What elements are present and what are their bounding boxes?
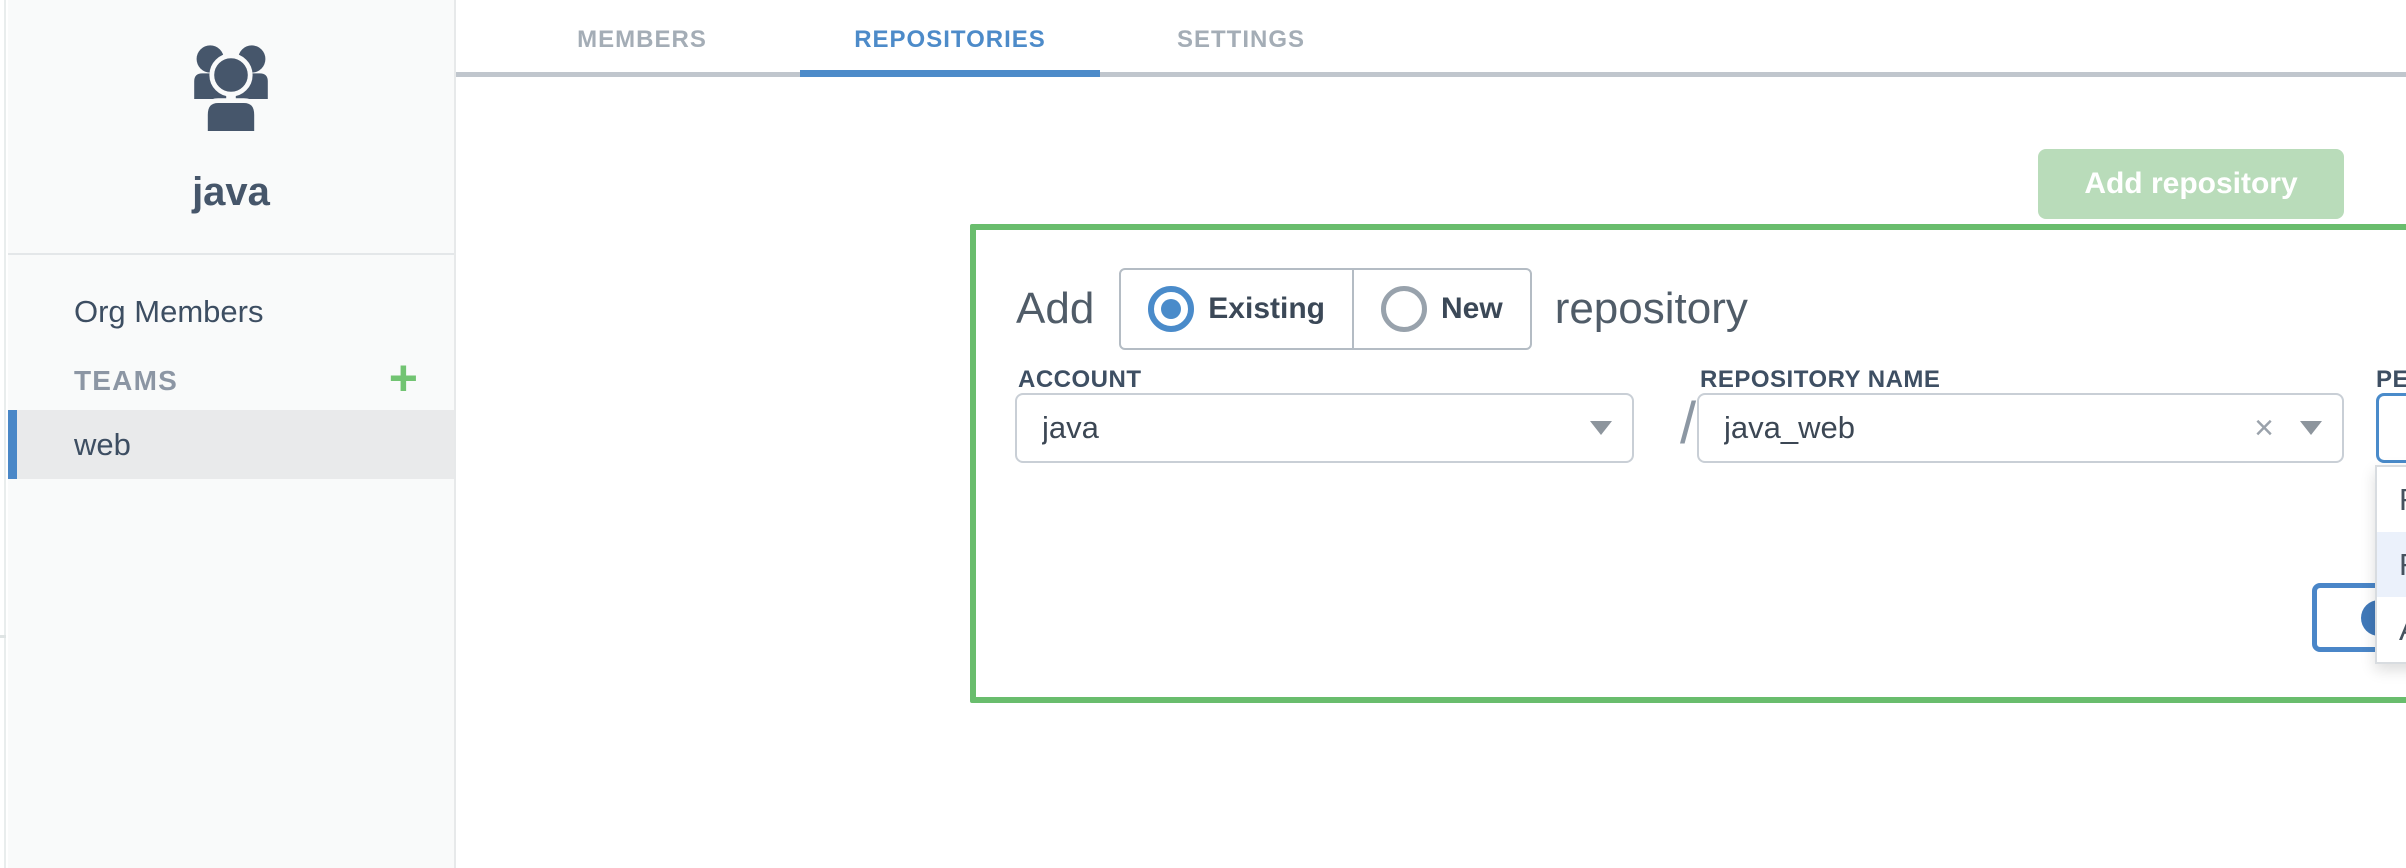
radio-option-existing[interactable]: Existing xyxy=(1121,270,1352,348)
radio-option-new[interactable]: New xyxy=(1352,270,1530,348)
teams-section-label: TEAMS xyxy=(74,365,178,396)
add-team-button plus-icon[interactable]: + xyxy=(388,350,418,406)
chevron-down-icon xyxy=(2300,421,2322,435)
add-repository-panel: Add Existing New repository ACCOUNT REPO… xyxy=(970,224,2406,703)
tab-settings[interactable]: SETTINGS xyxy=(1176,26,1305,53)
sidebar-divider xyxy=(8,253,454,255)
panel-title: Add Existing New repository xyxy=(1016,268,1748,350)
account-label: ACCOUNT xyxy=(1018,366,1142,393)
group-icon xyxy=(194,45,268,136)
sidebar: java Org Members TEAMS + web xyxy=(8,0,456,868)
radio-selected-icon xyxy=(1148,286,1195,332)
window-edge-tick xyxy=(0,635,6,638)
repository-name-label: REPOSITORY NAME xyxy=(1700,366,1941,393)
window-edge xyxy=(0,0,6,868)
radio-option-existing-label: Existing xyxy=(1208,292,1325,325)
tab-bar: MEMBERS REPOSITORIES SETTINGS xyxy=(456,0,2406,77)
clear-icon[interactable]: × xyxy=(2254,409,2274,447)
team-avatar xyxy=(183,38,279,141)
radio-option-new-label: New xyxy=(1441,292,1503,325)
menu-item-read-write[interactable]: Read-write xyxy=(2377,532,2406,597)
teams-section-header: TEAMS + xyxy=(8,350,454,408)
permissions-dropdown-menu: Read-only Read-write Admin xyxy=(2375,465,2406,664)
panel-title-suffix: repository xyxy=(1554,284,1748,333)
repository-name-value: java_web xyxy=(1724,410,1855,445)
permissions-label: PERMISSIONS xyxy=(2376,366,2406,393)
panel-title-prefix: Add xyxy=(1016,284,1095,333)
account-select[interactable]: java xyxy=(1015,393,1634,463)
sidebar-item-team-web[interactable]: web xyxy=(8,410,454,479)
repo-type-toggle: Existing New xyxy=(1119,268,1532,350)
chevron-down-icon xyxy=(1590,421,1612,435)
team-name: java xyxy=(192,170,270,214)
path-separator: / xyxy=(1679,391,1697,456)
sidebar-item-org-members[interactable]: Org Members xyxy=(74,294,264,329)
repository-name-select[interactable]: java_web × xyxy=(1697,393,2344,463)
menu-item-read-only[interactable]: Read-only xyxy=(2377,467,2406,532)
menu-item-admin[interactable]: Admin xyxy=(2377,597,2406,662)
permissions-select[interactable] xyxy=(2376,393,2406,463)
tab-members[interactable]: MEMBERS xyxy=(577,26,707,53)
radio-unselected-icon xyxy=(1381,286,1427,332)
main-content: MEMBERS REPOSITORIES SETTINGS Add reposi… xyxy=(456,0,2406,868)
tab-repositories[interactable]: REPOSITORIES xyxy=(800,0,1100,77)
account-value: java xyxy=(1042,410,1099,445)
add-repository-button[interactable]: Add repository xyxy=(2038,149,2344,219)
